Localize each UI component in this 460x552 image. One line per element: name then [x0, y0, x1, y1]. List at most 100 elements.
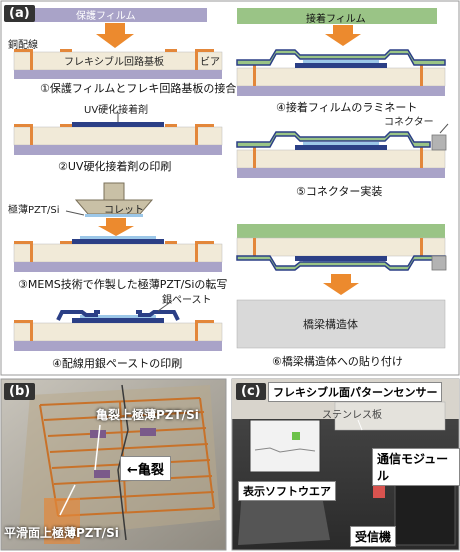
- copper-via: [30, 241, 33, 262]
- collet-shaft: [103, 182, 125, 201]
- protect-film-label: 保護フィルム: [76, 11, 136, 22]
- copper-pad: [14, 241, 30, 244]
- arrow-step4b: [325, 25, 361, 46]
- steel-plate: [334, 401, 446, 431]
- step-1-diagram: [13, 8, 223, 79]
- arrow-step3: [98, 218, 134, 236]
- copper-pad: [165, 124, 177, 127]
- uv-adhesive-layer: [72, 122, 164, 127]
- copper-pad: [165, 241, 177, 244]
- protect-film-bottom-1: [14, 70, 222, 79]
- crack-line: [117, 384, 129, 541]
- step-4-caption: ④配線用銀ペーストの印刷: [52, 357, 183, 370]
- copper-pad: [198, 320, 214, 323]
- protect-film-5: [237, 86, 445, 96]
- copper-pad: [198, 241, 214, 244]
- copper-via: [30, 124, 33, 145]
- copper-via: [195, 320, 198, 341]
- crack-pzt-label: 亀裂上極薄PZT/Si: [96, 408, 199, 422]
- step-2-caption: ②UV硬化接着剤の印刷: [58, 160, 172, 173]
- copper-pad: [14, 320, 30, 323]
- connector-pointer: [439, 123, 449, 134]
- adhesive-film-bottom: [237, 224, 445, 238]
- step-2-diagram: [13, 112, 223, 155]
- silver-paste-label: 銀ペースト: [162, 295, 212, 306]
- copper-via: [420, 147, 423, 168]
- protect-film-top: [23, 8, 207, 22]
- monitor-marker: [292, 432, 300, 440]
- copper-pad: [60, 241, 72, 244]
- step-4b-diagram: [236, 8, 446, 96]
- bridge-label: 橋梁構造体: [303, 318, 358, 331]
- connector: [431, 134, 447, 151]
- step-6-caption: ⑥橋梁構造体への貼り付け: [272, 355, 403, 368]
- flex-board-3: [13, 243, 223, 263]
- flex-board-2: [13, 126, 223, 146]
- flex-board-7: [236, 237, 446, 257]
- protect-film-2: [14, 145, 222, 155]
- panel-label-c: (c): [236, 383, 266, 400]
- smooth-pzt-pointer: [59, 484, 76, 516]
- receiver-device: [373, 484, 385, 498]
- monitor-plot: [254, 447, 316, 453]
- uv-adhesive-layer: [295, 63, 387, 68]
- protect-film-6: [237, 168, 445, 178]
- copper-via: [195, 241, 198, 262]
- pzt-layer: [80, 315, 156, 318]
- steel-pointer: [357, 419, 363, 431]
- copper-label: 銅配線: [8, 40, 38, 51]
- copper-via: [253, 238, 256, 256]
- copper-pad: [14, 49, 30, 52]
- panel-label-b: (b): [4, 383, 36, 400]
- pzt-on-collet: [85, 214, 143, 217]
- comm-label: 通信モジュール: [372, 448, 460, 486]
- step-5-diagram: [236, 123, 449, 178]
- copper-via: [253, 147, 256, 168]
- flex-board-5: [236, 67, 446, 87]
- silver-paste-right: [136, 310, 180, 321]
- step-1-caption: ①保護フィルムとフレキ回路基板の接合: [40, 82, 237, 95]
- pzt-transferred: [80, 236, 156, 239]
- silver-paste-pointer: [157, 300, 173, 312]
- connector-label: コネクター: [384, 117, 434, 128]
- flex-board-4: [13, 322, 223, 342]
- protect-film-4: [14, 341, 222, 351]
- sensor-traces: [39, 397, 215, 517]
- monitor: [249, 419, 321, 473]
- bridge-structure: [236, 299, 446, 349]
- crack-label: ←亀裂: [120, 456, 171, 481]
- uv-adhesive-label: UV硬化接着剤: [84, 105, 149, 116]
- step-4b-caption: ④接着フィルムのラミネート: [276, 101, 418, 114]
- via-label: ビア: [200, 57, 220, 68]
- uv-adhesive-layer: [72, 318, 164, 323]
- uv-adhesive-layer: [72, 239, 164, 244]
- pzt-pointer: [65, 210, 85, 216]
- step-3-caption: ③MEMS技術で作製した極薄PZT/Siの転写: [18, 278, 228, 291]
- arrow-step1: [96, 23, 134, 48]
- pzt-layer: [303, 142, 379, 145]
- copper-pad: [60, 49, 72, 52]
- copper-via: [30, 49, 33, 70]
- step-3-diagram: [13, 182, 223, 272]
- collet-label: コレット: [104, 205, 144, 216]
- adhesive-film: [236, 131, 431, 148]
- copper-via: [420, 65, 423, 86]
- flex-board-6: [236, 149, 446, 169]
- copper-via: [253, 65, 256, 86]
- adhesive-film-label: 接着フィルム: [306, 14, 366, 25]
- software-label: 表示ソフトウエア: [238, 481, 336, 501]
- copper-via: [420, 238, 423, 256]
- step-6-diagram: [236, 224, 447, 349]
- copper-pad: [198, 49, 214, 52]
- step-4-diagram: [13, 300, 223, 351]
- flex-tail: [44, 498, 80, 544]
- arrow-step6: [323, 274, 359, 295]
- silver-paste-left: [56, 310, 100, 321]
- copper-via: [195, 49, 198, 70]
- photo-b: [0, 378, 227, 551]
- copper-via: [195, 124, 198, 145]
- copper-pad: [14, 124, 30, 127]
- adhesive-film-laminated: [236, 49, 446, 66]
- panel-label-a: (a): [4, 5, 35, 22]
- pzt-layer: [303, 60, 379, 63]
